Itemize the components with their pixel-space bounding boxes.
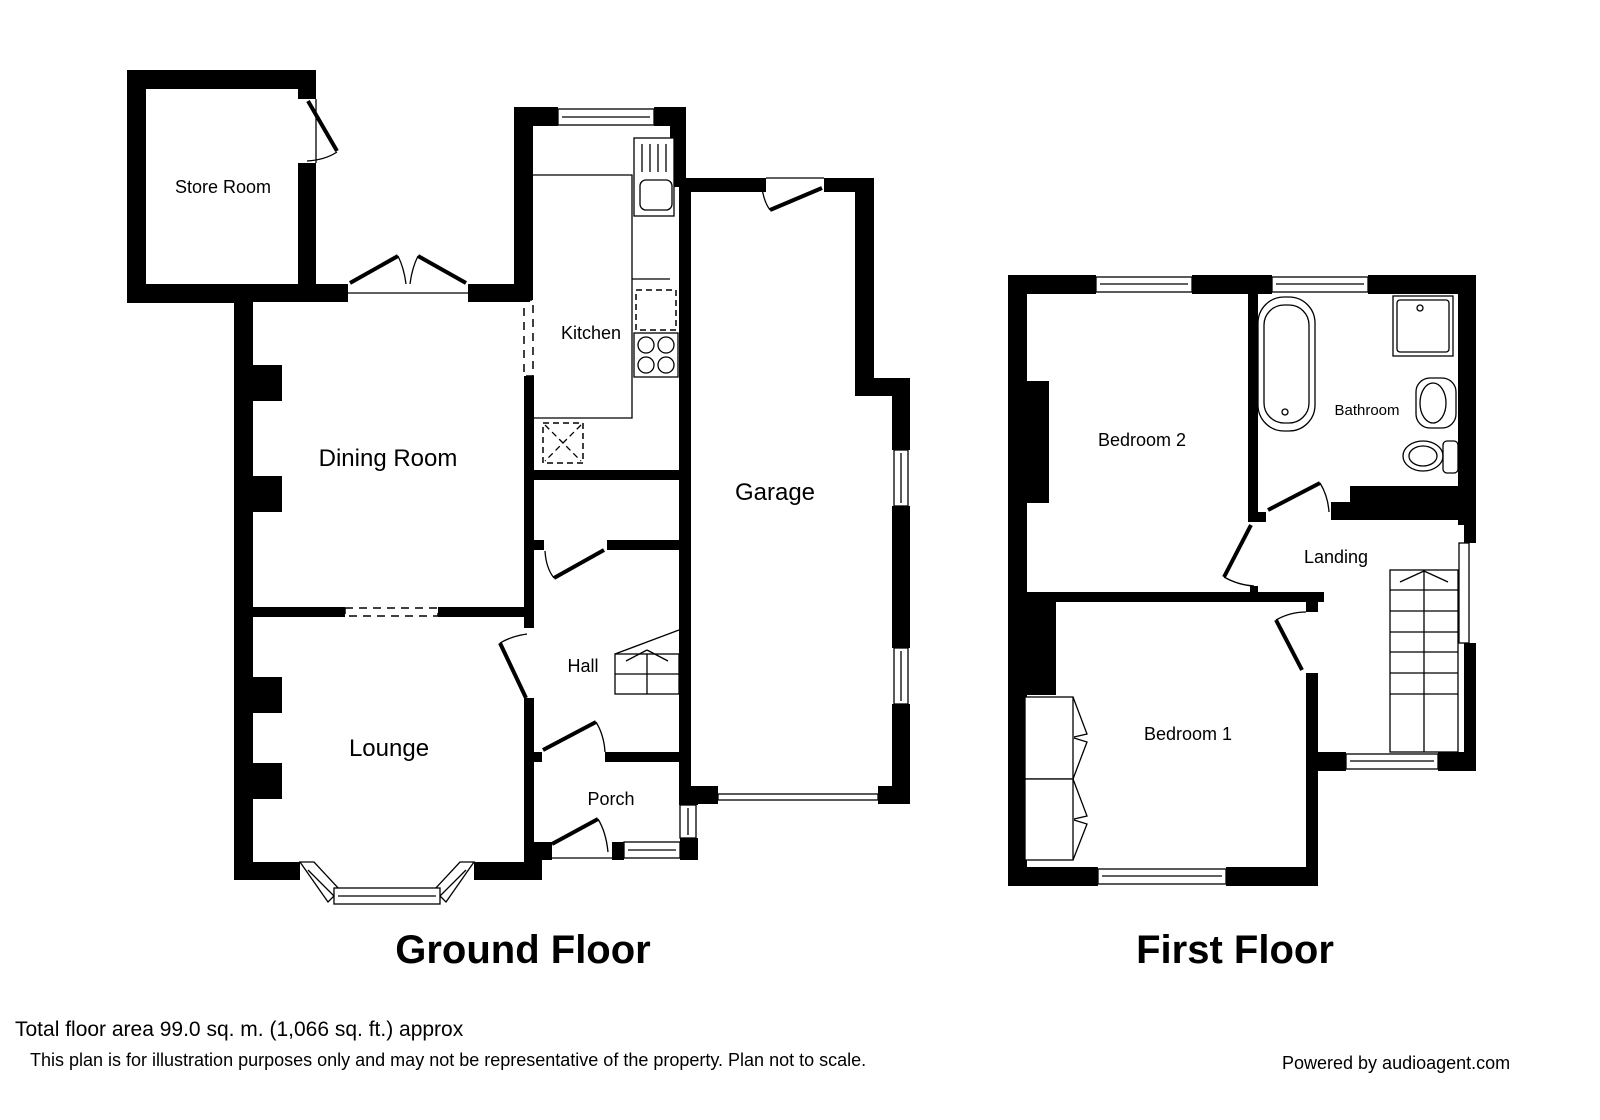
- room-label-dining-room: Dining Room: [319, 445, 458, 472]
- ground-floor-plan: Store Room Kitchen Dining Room Garage Ha…: [127, 70, 910, 972]
- kitchen: [514, 107, 686, 480]
- room-label-hall: Hall: [567, 656, 598, 676]
- lounge-walls: [234, 677, 542, 905]
- total-floor-area: Total floor area 99.0 sq. m. (1,066 sq. …: [15, 1018, 464, 1041]
- room-label-kitchen: Kitchen: [561, 323, 621, 343]
- store-room: [127, 70, 339, 303]
- hall-walls: [498, 480, 680, 858]
- first-floor-title: First Floor: [1136, 928, 1334, 972]
- disclaimer-text: This plan is for illustration purposes o…: [30, 1050, 867, 1070]
- porch-walls: [534, 480, 698, 860]
- room-label-bathroom: Bathroom: [1334, 402, 1399, 419]
- room-label-lounge: Lounge: [349, 735, 429, 762]
- room-label-bedroom-1: Bedroom 1: [1144, 724, 1232, 744]
- room-label-porch: Porch: [587, 789, 634, 809]
- room-label-store-room: Store Room: [175, 177, 271, 197]
- garage-walls: [679, 177, 910, 804]
- room-label-garage: Garage: [735, 479, 815, 506]
- room-label-landing: Landing: [1304, 547, 1368, 567]
- first-floor-plan: Bedroom 2 Bathroom Landing Bedroom 1 Fir…: [1008, 275, 1476, 972]
- powered-by-credit: Powered by audioagent.com: [1282, 1053, 1511, 1073]
- room-label-bedroom-2: Bedroom 2: [1098, 430, 1186, 450]
- ground-floor-title: Ground Floor: [395, 928, 651, 972]
